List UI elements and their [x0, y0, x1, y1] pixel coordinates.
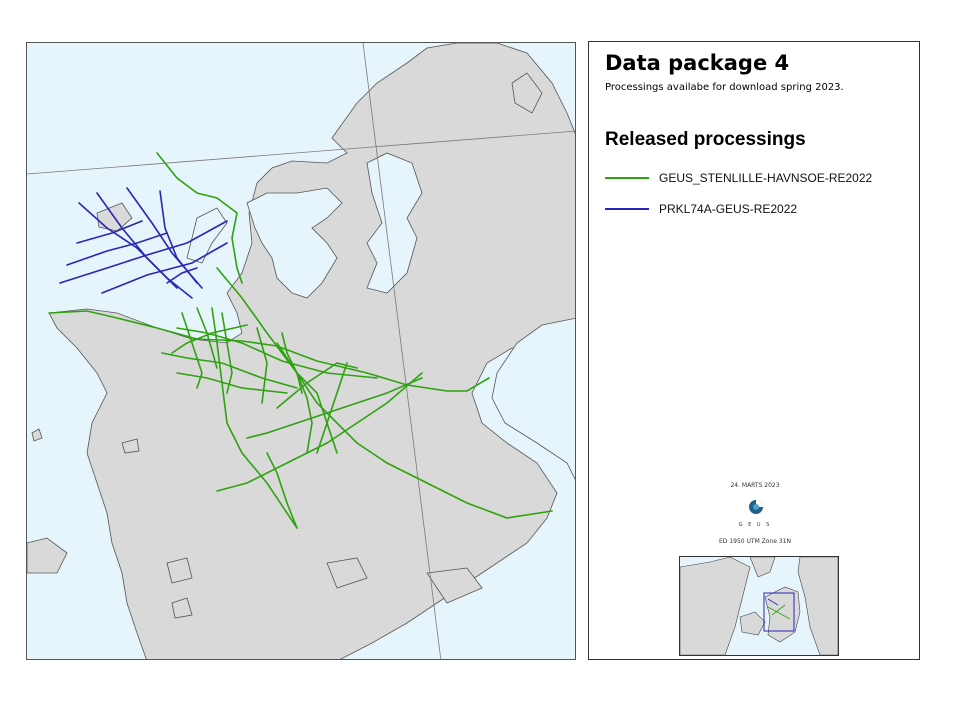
- sea-east: [491, 317, 575, 480]
- survey-line: [166, 267, 198, 284]
- survey-line: [156, 152, 243, 284]
- survey-line: [66, 232, 168, 266]
- island: [171, 597, 193, 619]
- survey-line: [126, 187, 203, 289]
- island: [426, 567, 483, 604]
- inset-land-funen: [739, 611, 766, 636]
- survey-lines-prkl74a: [59, 187, 228, 299]
- graticule-line: [27, 130, 575, 175]
- survey-line: [216, 267, 553, 519]
- survey-line: [176, 327, 378, 379]
- island: [326, 557, 368, 589]
- map-title: Data package 4: [605, 51, 790, 75]
- survey-line: [171, 324, 248, 354]
- survey-line: [78, 202, 193, 299]
- geus-logo-icon: [749, 500, 763, 514]
- inset-land-jutland: [680, 557, 751, 655]
- legend-item-prkl74a: PRKL74A-GEUS-RE2022: [605, 201, 797, 217]
- survey-line: [181, 312, 203, 389]
- legend-panel: Data package 4 Processings availabe for …: [588, 41, 920, 660]
- survey-line: [176, 372, 288, 394]
- inset-land-north: [749, 557, 776, 578]
- survey-line: [101, 242, 228, 294]
- island: [121, 438, 140, 454]
- legend-swatch-green: [605, 177, 649, 179]
- survey-line: [211, 307, 298, 529]
- survey-line: [216, 372, 423, 492]
- survey-line: [266, 452, 298, 529]
- survey-line: [281, 332, 303, 394]
- survey-line: [256, 327, 268, 404]
- legend-item-stenlille: GEUS_STENLILLE-HAVNSOE-RE2022: [605, 170, 872, 186]
- graticule-line: [362, 43, 442, 659]
- survey-line: [316, 362, 348, 454]
- inset-land-sweden: [797, 557, 838, 655]
- fjord-east: [366, 152, 423, 294]
- overview-inset-map[interactable]: [679, 556, 839, 656]
- survey-line: [221, 312, 233, 394]
- legend-heading: Released processings: [605, 129, 806, 150]
- survey-line: [296, 372, 313, 454]
- legend-label: PRKL74A-GEUS-RE2022: [659, 202, 798, 216]
- crs-label: ED 1950 UTM Zone 31N: [719, 538, 791, 545]
- legend-label: GEUS_STENLILLE-HAVNSOE-RE2022: [659, 171, 873, 185]
- inset-lines-blue: [767, 598, 779, 606]
- inset-extent-box: [763, 592, 795, 632]
- survey-line: [276, 342, 338, 454]
- survey-line: [196, 307, 218, 369]
- survey-line: [246, 377, 423, 439]
- survey-line: [96, 192, 178, 289]
- inset-lines: [767, 604, 791, 620]
- fjord: [246, 187, 343, 299]
- inset-canvas: [680, 557, 838, 655]
- island: [166, 557, 193, 584]
- main-map[interactable]: 11°E: [26, 42, 576, 660]
- legend-swatch-blue: [605, 208, 649, 210]
- map-subtitle: Processings availabe for download spring…: [605, 82, 844, 93]
- island: [27, 537, 68, 574]
- map-canvas: 11°E: [27, 43, 575, 659]
- map-date: 24. MARTS 2023: [730, 482, 780, 489]
- island: [31, 428, 43, 442]
- survey-lines-stenlille: [48, 152, 553, 529]
- land-zealand: [48, 43, 575, 659]
- island: [511, 72, 543, 114]
- organization-name: G E U S: [738, 522, 772, 528]
- survey-line: [59, 220, 228, 284]
- survey-line: [161, 352, 298, 389]
- survey-line: [76, 220, 143, 244]
